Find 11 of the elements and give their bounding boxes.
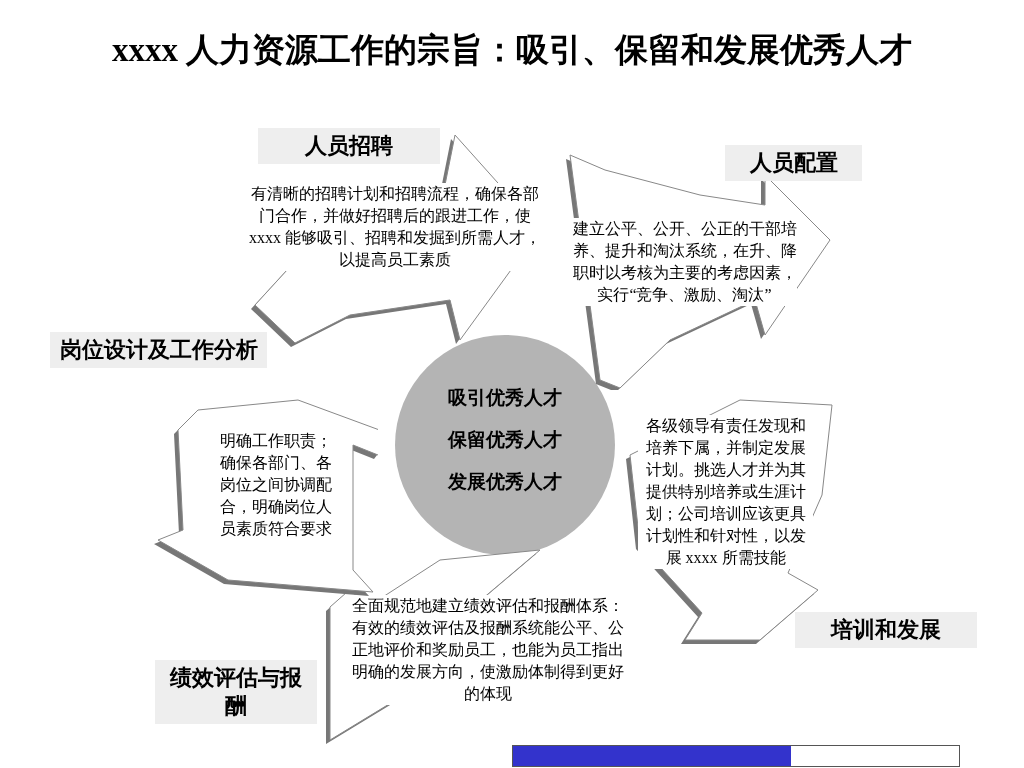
goal-text: 发展优秀人才 <box>447 469 563 494</box>
section-heading: 人员招聘 <box>258 128 440 164</box>
description-text: 建立公平、公开、公正的干部培养、提升和淘汰系统，在升、降职时以考核为主要的考虑因素，实行“竞争、激励、淘汰” <box>572 218 797 306</box>
section-heading: 培训和发展 <box>795 612 977 648</box>
goal-text: 吸引优秀人才 <box>447 385 563 410</box>
page-title: xxxx 人力资源工作的宗旨：吸引、保留和发展优秀人才 <box>110 31 914 70</box>
description-text: 各级领导有责任发现和培养下属，并制定发展计划。挑选人才并为其提供特别培养或生涯计划；公司培训应该更具计划性和针对性，以发展 xxxx 所需技能 <box>638 415 813 569</box>
section-heading: 人员配置 <box>725 145 862 181</box>
section-heading: 岗位设计及工作分析 <box>50 332 267 368</box>
goal-text: 保留优秀人才 <box>446 427 563 452</box>
section-heading: 绩效评估与报酬 <box>155 660 317 724</box>
